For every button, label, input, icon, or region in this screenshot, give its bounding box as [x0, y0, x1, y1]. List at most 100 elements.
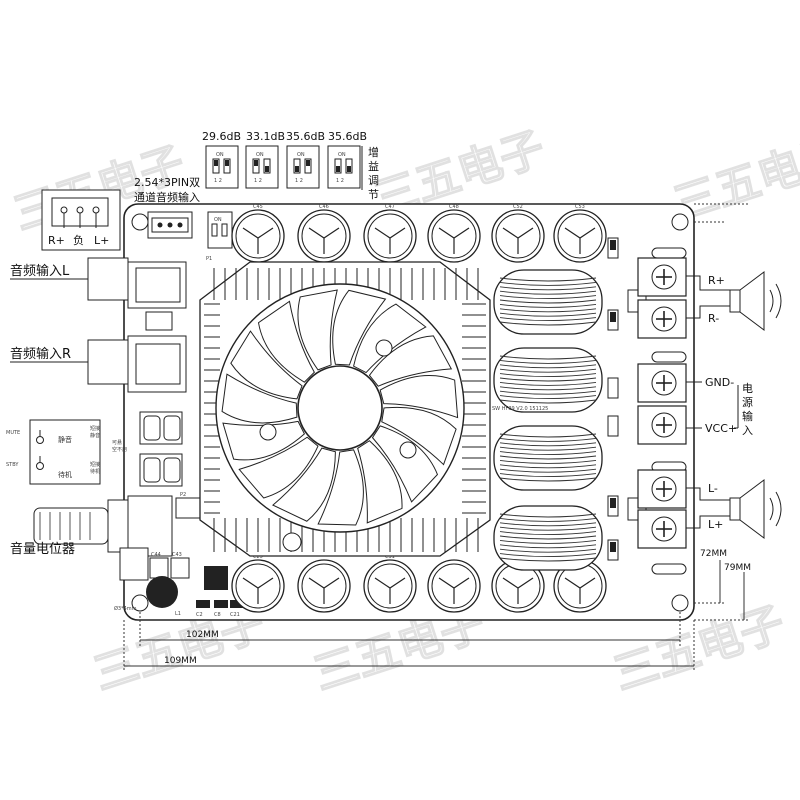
- svg-text:1 2: 1 2: [336, 178, 344, 184]
- capacitor: C41: [491, 554, 545, 613]
- mute-label: MUTE: [6, 430, 20, 436]
- inductor-coil: [493, 347, 603, 413]
- label-input-r: 音频输入R: [10, 346, 71, 362]
- gain-label-4: 35.6dB: [328, 130, 367, 143]
- capacitor: C50: [553, 554, 607, 613]
- svg-text:益: 益: [368, 159, 379, 173]
- label-gnd: GND-: [705, 376, 734, 389]
- svg-text:ON: ON: [216, 152, 224, 158]
- mute-cn: 静音: [58, 435, 72, 444]
- capacitor: C46: [297, 204, 351, 263]
- fan-screw: [282, 532, 302, 552]
- svg-text:短接: 短接: [90, 461, 100, 468]
- capacitor-label: C25: [253, 554, 263, 560]
- fan-screw: [399, 441, 417, 459]
- dim-width-inner: 102MM: [186, 630, 219, 640]
- board-model: SW HF39 V2.0 151125: [492, 406, 548, 412]
- mount-hole: [131, 213, 149, 231]
- right-labels: R+ R- GND- VCC+ 电 源 输 入 L- L+: [686, 274, 753, 531]
- capacitor: C45: [231, 204, 285, 263]
- screw-terminals: [637, 257, 687, 549]
- capacitor: [427, 559, 481, 613]
- p1-switch[interactable]: ON P1: [206, 211, 233, 262]
- svg-text:短接: 短接: [90, 425, 100, 432]
- dip-switch-1[interactable]: ON 1 2: [205, 145, 239, 189]
- power-input-label-4: 入: [742, 424, 753, 437]
- svg-text:C43: C43: [172, 552, 182, 558]
- svg-text:C8: C8: [214, 612, 221, 618]
- header-title-line2: 通道音频输入: [134, 190, 200, 204]
- svg-text:C44: C44: [151, 552, 161, 558]
- svg-text:ON: ON: [338, 152, 346, 158]
- gain-adjust-label: 增 益 调 节: [368, 145, 379, 201]
- mute-standby-box: MUTE STBY 静音 待机 短接 静音 短接 待机 可悬 空不用: [6, 419, 127, 485]
- mute-pin[interactable]: [36, 436, 44, 444]
- capacitor: [297, 559, 351, 613]
- screw-terminal-l-minus[interactable]: [637, 469, 687, 509]
- capacitor-label: C47: [385, 204, 395, 210]
- capacitor: C52: [491, 204, 545, 263]
- dim-width-outer: 109MM: [164, 656, 197, 666]
- pin-l-plus: L+: [94, 234, 109, 247]
- volume-potentiometer[interactable]: [33, 495, 173, 557]
- screw-terminal-vcc[interactable]: [637, 405, 687, 445]
- mount-hole: [671, 594, 689, 612]
- label-volume: 音量电位器: [10, 541, 75, 557]
- inductor-l1: [146, 576, 178, 608]
- stby-pin[interactable]: [36, 462, 44, 470]
- svg-text:ON: ON: [256, 152, 264, 158]
- inductor-coil: [493, 505, 603, 571]
- label-l-minus: L-: [708, 482, 718, 495]
- rca-input-l[interactable]: [10, 257, 187, 309]
- capacitor-label: C52: [513, 204, 523, 210]
- capacitor: C25: [231, 554, 285, 613]
- screw-terminal-r-minus[interactable]: [637, 299, 687, 339]
- fan-blade: [272, 447, 336, 522]
- capacitors-bottom: C25C31C41C50: [231, 554, 607, 613]
- stby-cn: 待机: [58, 470, 72, 479]
- svg-text:L1: L1: [175, 611, 181, 617]
- svg-text:P1: P1: [206, 256, 212, 262]
- svg-text:可悬: 可悬: [112, 440, 122, 446]
- svg-text:增: 增: [368, 145, 379, 159]
- fan-blade: [317, 449, 364, 526]
- dip-switch-2[interactable]: ON 1 2: [245, 145, 279, 189]
- svg-text:1 2: 1 2: [214, 178, 222, 184]
- header-pin-detail: R+ 负 L+: [41, 189, 121, 251]
- stby-label: STBY: [6, 462, 19, 468]
- dip-switch-4[interactable]: ON 1 2: [327, 145, 361, 189]
- inductor-coils: [493, 269, 603, 571]
- svg-text:调: 调: [368, 174, 379, 187]
- svg-text:C21: C21: [230, 612, 240, 618]
- svg-text:ON: ON: [297, 152, 305, 158]
- svg-text:C2: C2: [196, 612, 203, 618]
- svg-text:P2: P2: [180, 492, 186, 498]
- svg-text:空不用: 空不用: [112, 446, 127, 453]
- capacitor-label: C48: [449, 204, 459, 210]
- label-r-plus: R+: [708, 274, 725, 287]
- ic-chip: [204, 566, 228, 590]
- fan-screw: [375, 339, 393, 357]
- pin-neg: 负: [73, 233, 84, 247]
- screw-terminal-l-plus[interactable]: [637, 509, 687, 549]
- fan-blade: [332, 289, 387, 366]
- fan-blade: [257, 300, 315, 383]
- svg-text:1 2: 1 2: [295, 178, 303, 184]
- inductor-coil: [493, 425, 603, 491]
- gain-switches: 29.6dB 33.1dB 35.6dB 35.6dB ON 1 2 ON 1 …: [202, 130, 379, 201]
- smd-c44: [149, 557, 169, 579]
- dip-switch-3[interactable]: ON 1 2: [286, 145, 320, 189]
- speaker-l-icon: [729, 479, 782, 539]
- cooling-fan: [215, 283, 465, 552]
- screw-terminal-r-plus[interactable]: [637, 257, 687, 297]
- fan-blade: [371, 425, 439, 503]
- audio-input-header: 2.54*3PIN双 通道音频输入 R+ 负 L+: [41, 176, 200, 251]
- screw-terminal-gnd[interactable]: [637, 363, 687, 403]
- header-title-line1: 2.54*3PIN双: [134, 176, 200, 189]
- svg-text:节: 节: [368, 188, 379, 201]
- rca-input-r[interactable]: [10, 335, 187, 393]
- fan-blade: [353, 303, 427, 374]
- capacitor: C47: [363, 204, 417, 263]
- svg-text:待机: 待机: [90, 468, 100, 475]
